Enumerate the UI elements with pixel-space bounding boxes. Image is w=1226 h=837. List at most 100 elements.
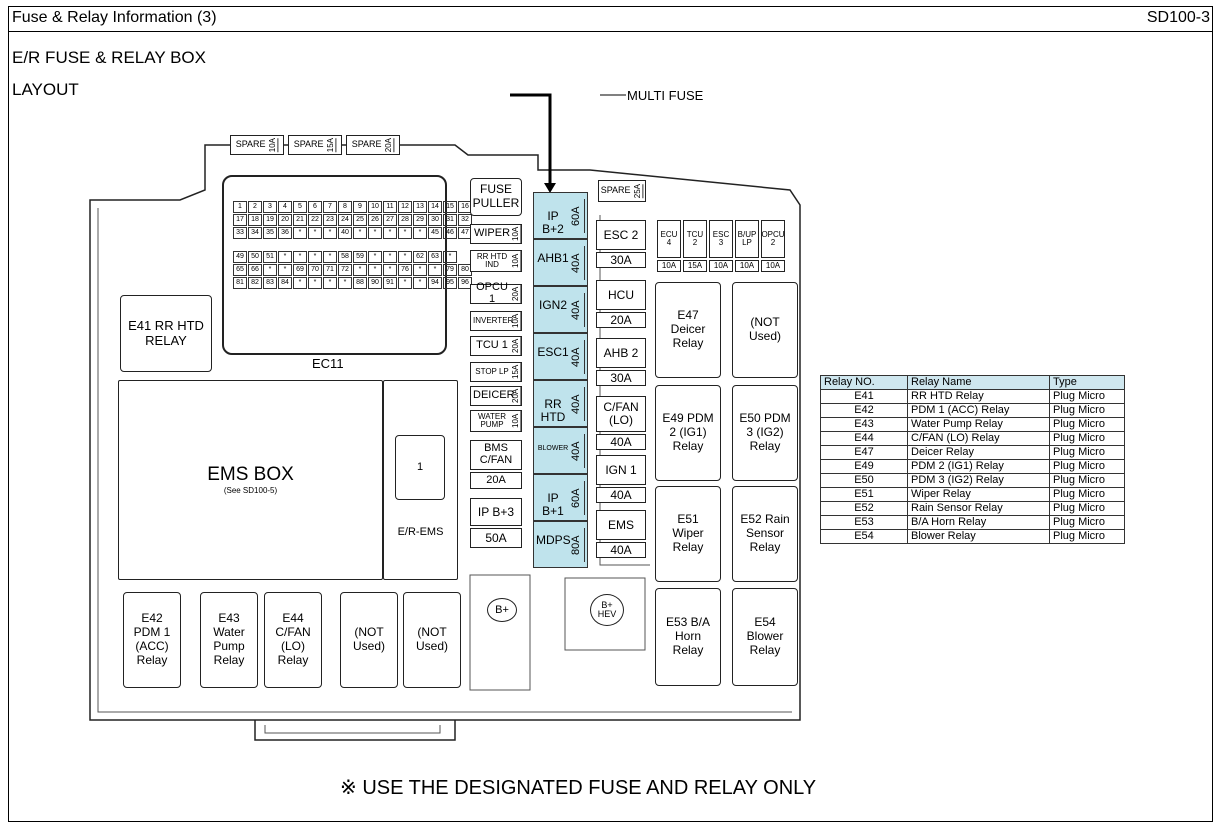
connector-pin: * (308, 227, 322, 239)
connector-pin: * (308, 251, 322, 263)
fuse-right-amp-1: 20A (596, 312, 646, 328)
mini-fuse-amp-3: 10A (735, 260, 759, 272)
fuse-bms-c-fan: BMS C/FAN (470, 440, 522, 470)
connector-pin: 50 (248, 251, 262, 263)
spare-fuse-3: SPARE 20A (346, 135, 400, 155)
fuse-amp: 15A (510, 363, 521, 381)
connector-pin: 51 (263, 251, 277, 263)
connector-pin: * (368, 251, 382, 263)
cell-relay-no: E42 (820, 403, 908, 418)
cell-type: Plug Micro (1049, 389, 1125, 404)
fuse-right-amp-3: 40A (596, 434, 646, 450)
connector-pin: 12 (398, 201, 412, 213)
multi-fuse-arrow (510, 93, 552, 185)
section-title: E/R FUSE & RELAY BOX (12, 48, 206, 67)
connector-pin: 59 (353, 251, 367, 263)
connector-pin: 18 (248, 214, 262, 226)
mini-fuse-1: TCU 2 (683, 220, 707, 258)
ems-box: EMS BOX (See SD100-5) (118, 380, 383, 580)
connector-pin: 5 (293, 201, 307, 213)
connector-pin: 22 (308, 214, 322, 226)
fuse-right-5: EMS (596, 510, 646, 540)
cell-type: Plug Micro (1049, 445, 1125, 460)
mini-fuse-2: ESC 3 (709, 220, 733, 258)
connector-pin: 2 (248, 201, 262, 213)
spare-fuse-2: SPARE 15A (288, 135, 342, 155)
cell-relay-name: PDM 1 (ACC) Relay (907, 403, 1050, 418)
connector-pin: 25 (353, 214, 367, 226)
connector-pin: * (323, 251, 337, 263)
connector-pin: * (278, 264, 292, 276)
connector-pin: 90 (368, 277, 382, 289)
cell-relay-no: E50 (820, 473, 908, 488)
connector-pin: 82 (248, 277, 262, 289)
fuse-amp: 20A (510, 285, 521, 303)
cell-type: Plug Micro (1049, 487, 1125, 502)
connector-pin: 76 (398, 264, 412, 276)
multi-fuse-name: IGN2 (538, 298, 567, 312)
fuse-ip-b3: IP B+3 (470, 498, 522, 526)
connector-pin: 28 (398, 214, 412, 226)
cell-type: Plug Micro (1049, 473, 1125, 488)
connector-pin: 7 (323, 201, 337, 213)
fuse-name: TCU 1 (476, 339, 508, 352)
connector-pin: 3 (263, 201, 277, 213)
header-divider (8, 31, 1213, 32)
cell-relay-no: E53 (820, 515, 908, 530)
b-plus-terminal: B+ (487, 598, 517, 622)
connector-pin: 35 (263, 227, 277, 239)
connector-pin: 88 (353, 277, 367, 289)
connector-pin: 24 (338, 214, 352, 226)
relay-e50: E50 PDM 3 (IG2) Relay (732, 385, 798, 481)
multi-fuse-amp: 40A (570, 246, 585, 280)
connector-pin: 6 (308, 201, 322, 213)
cell-relay-name: PDM 2 (IG1) Relay (907, 459, 1050, 474)
page-code: SD100-3 (1146, 9, 1210, 26)
multi-fuse-label: MULTI FUSE (627, 88, 704, 103)
connector-pin: * (398, 251, 412, 263)
connector-pin: 32 (458, 214, 472, 226)
connector-pin: 14 (428, 201, 442, 213)
multi-fuse-name: RR HTD (540, 397, 566, 425)
fuse-name: RR HTD IND (476, 251, 508, 269)
connector-pin: * (353, 227, 367, 239)
fuse-right-amp-5: 40A (596, 542, 646, 558)
cell-relay-no: E43 (820, 417, 908, 432)
connector-pin: 70 (308, 264, 322, 276)
relay-e44: E44 C/FAN (LO) Relay (264, 592, 322, 688)
connector-pin: 65 (233, 264, 247, 276)
connector-pin: * (263, 264, 277, 276)
relay-e51: E51 Wiper Relay (655, 486, 721, 582)
connector-pin: 31 (443, 214, 457, 226)
mini-fuse-0: ECU 4 (657, 220, 681, 258)
connector-pin: * (278, 251, 292, 263)
fuse-right-0: ESC 2 (596, 220, 646, 250)
cell-relay-name: B/A Horn Relay (907, 515, 1050, 530)
fuse-amp: 10A (511, 411, 521, 431)
connector-pin: 34 (248, 227, 262, 239)
cell-relay-no: E49 (820, 459, 908, 474)
fuse-name: WIPER (473, 227, 511, 240)
multi-fuse-name: BLOWER (537, 445, 569, 452)
connector-pin: 9 (353, 201, 367, 213)
connector-pin: 13 (413, 201, 427, 213)
connector-pin: * (443, 251, 457, 263)
multi-fuse-name: MDPS (536, 533, 571, 547)
